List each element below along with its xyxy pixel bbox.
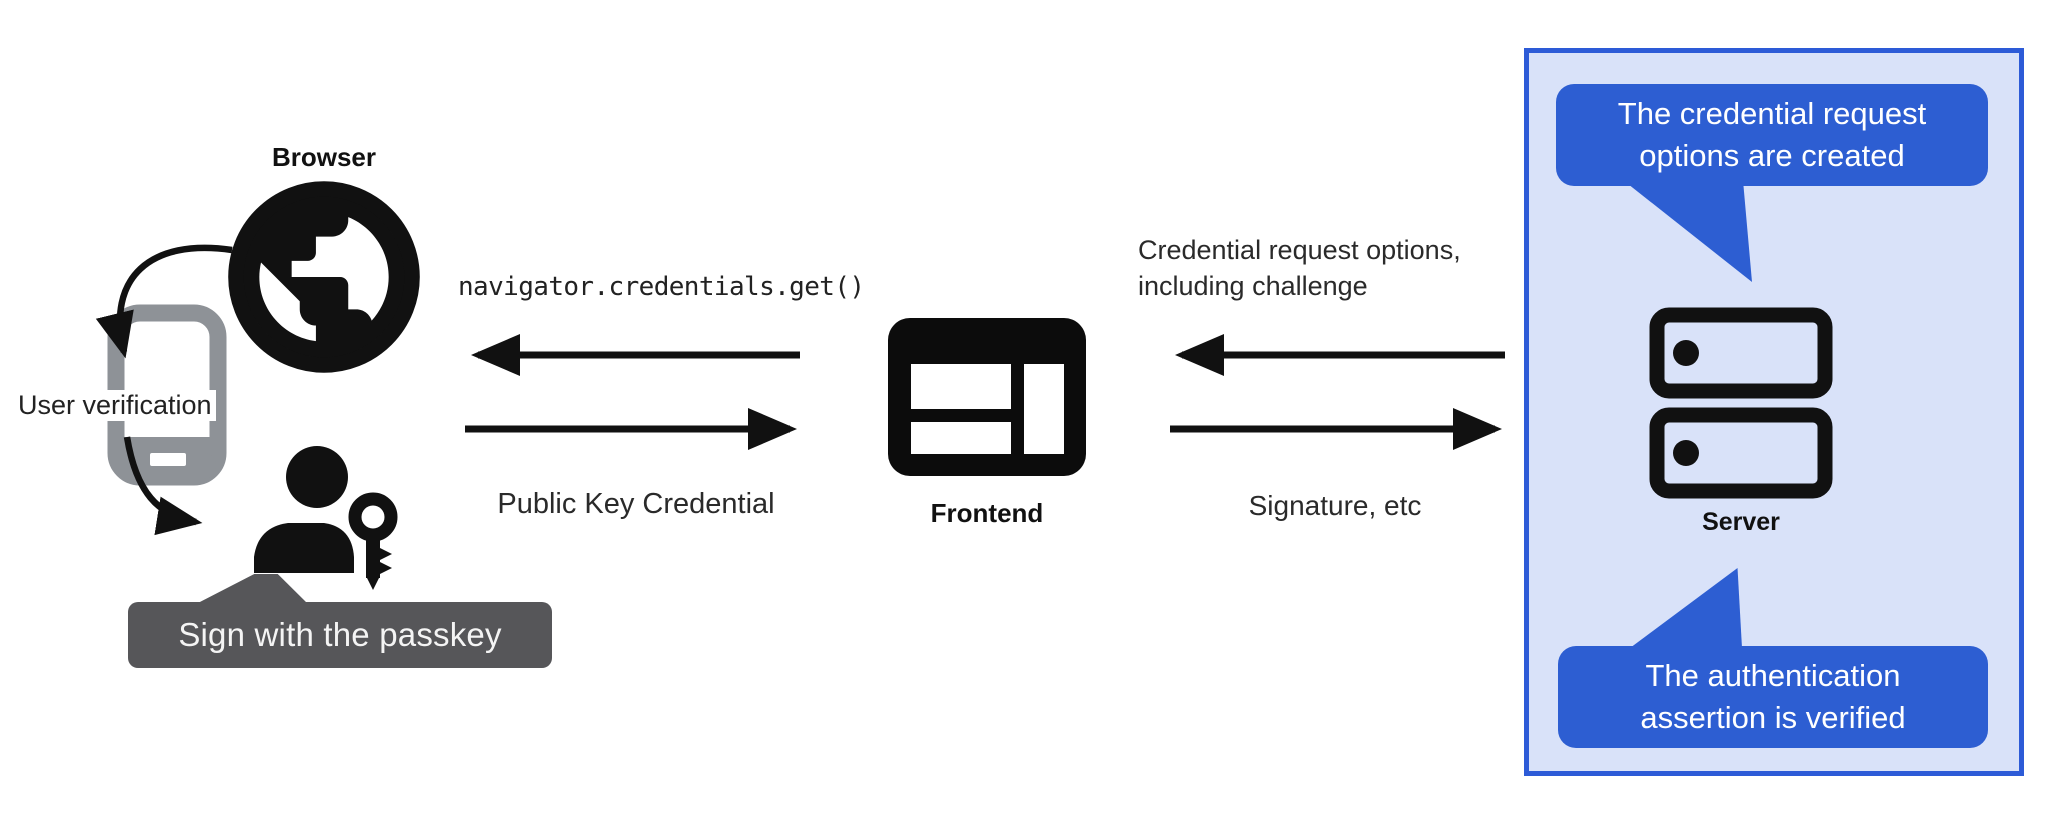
api-call-label: navigator.credentials.get() [458, 272, 865, 302]
signature-label: Signature, etc [1248, 490, 1422, 521]
credential-request-line1: Credential request options, [1138, 235, 1461, 265]
callout-bottom-line2: assertion is verified [1640, 700, 1906, 735]
browser-window-icon [888, 318, 1086, 476]
user-verification-label: User verification [14, 390, 216, 421]
credential-request-label: Credential request options, including ch… [1138, 232, 1461, 304]
server-label: Server [1702, 508, 1780, 536]
callout-top-line1: The credential request [1617, 96, 1927, 131]
passkey-tooltip: Sign with the passkey [128, 602, 552, 668]
public-key-credential-label: Public Key Credential [497, 488, 775, 520]
key-icon [348, 492, 398, 590]
frontend-label: Frontend [930, 498, 1044, 528]
server-stack-icon [1649, 307, 1833, 499]
person-icon [254, 446, 354, 573]
callout-bottom-line1: The authentication [1645, 658, 1901, 693]
callout-assertion-verified: The authentication assertion is verified [1558, 646, 1988, 748]
credential-request-line2: including challenge [1138, 271, 1368, 301]
callout-top-line2: options are created [1639, 138, 1905, 173]
browser-label: Browser [271, 142, 377, 172]
curved-arrow-phone-to-user [123, 436, 203, 536]
curved-arrow-browser-to-phone [95, 244, 233, 359]
callout-credential-options: The credential request options are creat… [1556, 84, 1988, 186]
globe-icon [228, 181, 420, 373]
